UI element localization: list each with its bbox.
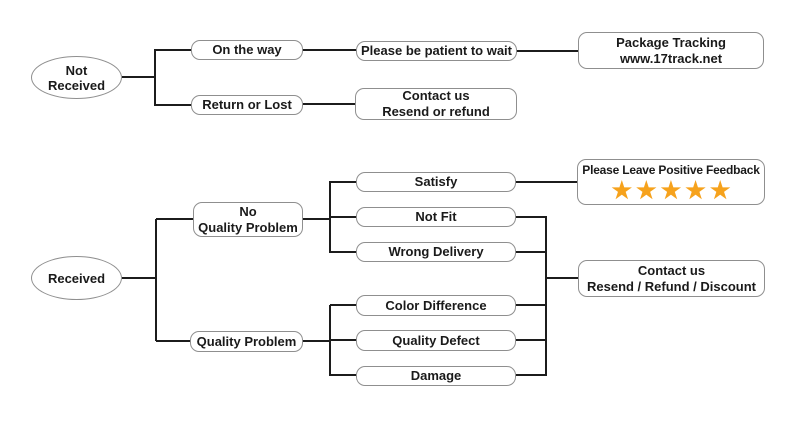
connector-line <box>516 374 547 376</box>
node-label: Not Fit <box>415 209 457 224</box>
connector-line <box>516 251 547 253</box>
node-label: Quality Problem <box>198 219 298 235</box>
connector-line <box>155 219 157 341</box>
node-label: Return or Lost <box>202 97 292 112</box>
connector-line <box>330 304 356 306</box>
node-label: Wrong Delivery <box>388 244 484 259</box>
connector-line <box>330 374 356 376</box>
connector-line <box>122 277 157 279</box>
node-no-quality-problem: No Quality Problem <box>193 202 303 237</box>
node-label: Received <box>47 77 106 93</box>
node-be-patient: Please be patient to wait <box>356 41 517 61</box>
connector-line <box>546 277 578 279</box>
connector-line <box>330 339 356 341</box>
node-not-fit: Not Fit <box>356 207 516 227</box>
node-on-the-way: On the way <box>191 40 303 60</box>
connector-line <box>516 181 577 183</box>
connector-line <box>154 49 156 106</box>
node-package-tracking: Package Tracking www.17track.net <box>578 32 764 69</box>
connector-line <box>330 181 356 183</box>
connector-line <box>156 340 190 342</box>
connector-line <box>156 218 193 220</box>
node-not-received: Not Received <box>31 56 122 99</box>
connector-line <box>122 76 155 78</box>
connector-line <box>303 49 356 51</box>
node-satisfy: Satisfy <box>356 172 516 192</box>
node-received: Received <box>31 256 122 300</box>
five-star-rating-icon: ★★★★★ <box>611 176 735 203</box>
node-quality-defect: Quality Defect <box>356 330 516 351</box>
node-label: Please be patient to wait <box>361 43 512 58</box>
node-label: Not <box>65 62 88 78</box>
node-label: Satisfy <box>414 174 458 189</box>
node-label: Color Difference <box>385 297 487 313</box>
node-label: Contact us <box>402 88 470 103</box>
node-wrong-delivery: Wrong Delivery <box>356 242 516 262</box>
node-label: Contact us <box>637 262 706 278</box>
connector-line <box>303 218 330 220</box>
node-return-or-lost: Return or Lost <box>191 95 303 115</box>
connector-line <box>516 339 547 341</box>
connector-line <box>330 216 356 218</box>
connector-line <box>545 216 547 376</box>
connector-line <box>516 304 547 306</box>
connector-line <box>517 50 578 52</box>
node-contact-discount: Contact us Resend / Refund / Discount <box>578 260 765 297</box>
node-label: No <box>239 203 257 219</box>
connector-line <box>303 340 330 342</box>
connector-line <box>330 251 356 253</box>
node-label: Damage <box>410 368 462 383</box>
node-label: Resend or refund <box>382 104 490 119</box>
node-label: Received <box>47 270 106 286</box>
node-label: Package Tracking <box>616 34 726 50</box>
node-label: Please Leave Positive Feedback <box>582 162 760 177</box>
node-quality-problem: Quality Problem <box>190 331 303 352</box>
node-damage: Damage <box>356 366 516 386</box>
node-label: Resend / Refund / Discount <box>586 278 756 294</box>
connector-line <box>155 49 191 51</box>
connector-line <box>155 104 191 106</box>
node-contact-resend-refund: Contact us Resend or refund <box>355 88 517 120</box>
node-color-difference: Color Difference <box>356 295 516 316</box>
node-positive-feedback: Please Leave Positive Feedback ★★★★★ <box>577 159 765 205</box>
node-label: www.17track.net <box>619 50 723 66</box>
node-label: On the way <box>212 42 282 57</box>
node-label: Quality Defect <box>392 332 480 348</box>
node-label: Quality Problem <box>196 333 297 349</box>
connector-line <box>303 103 355 105</box>
connector-line <box>516 216 547 218</box>
